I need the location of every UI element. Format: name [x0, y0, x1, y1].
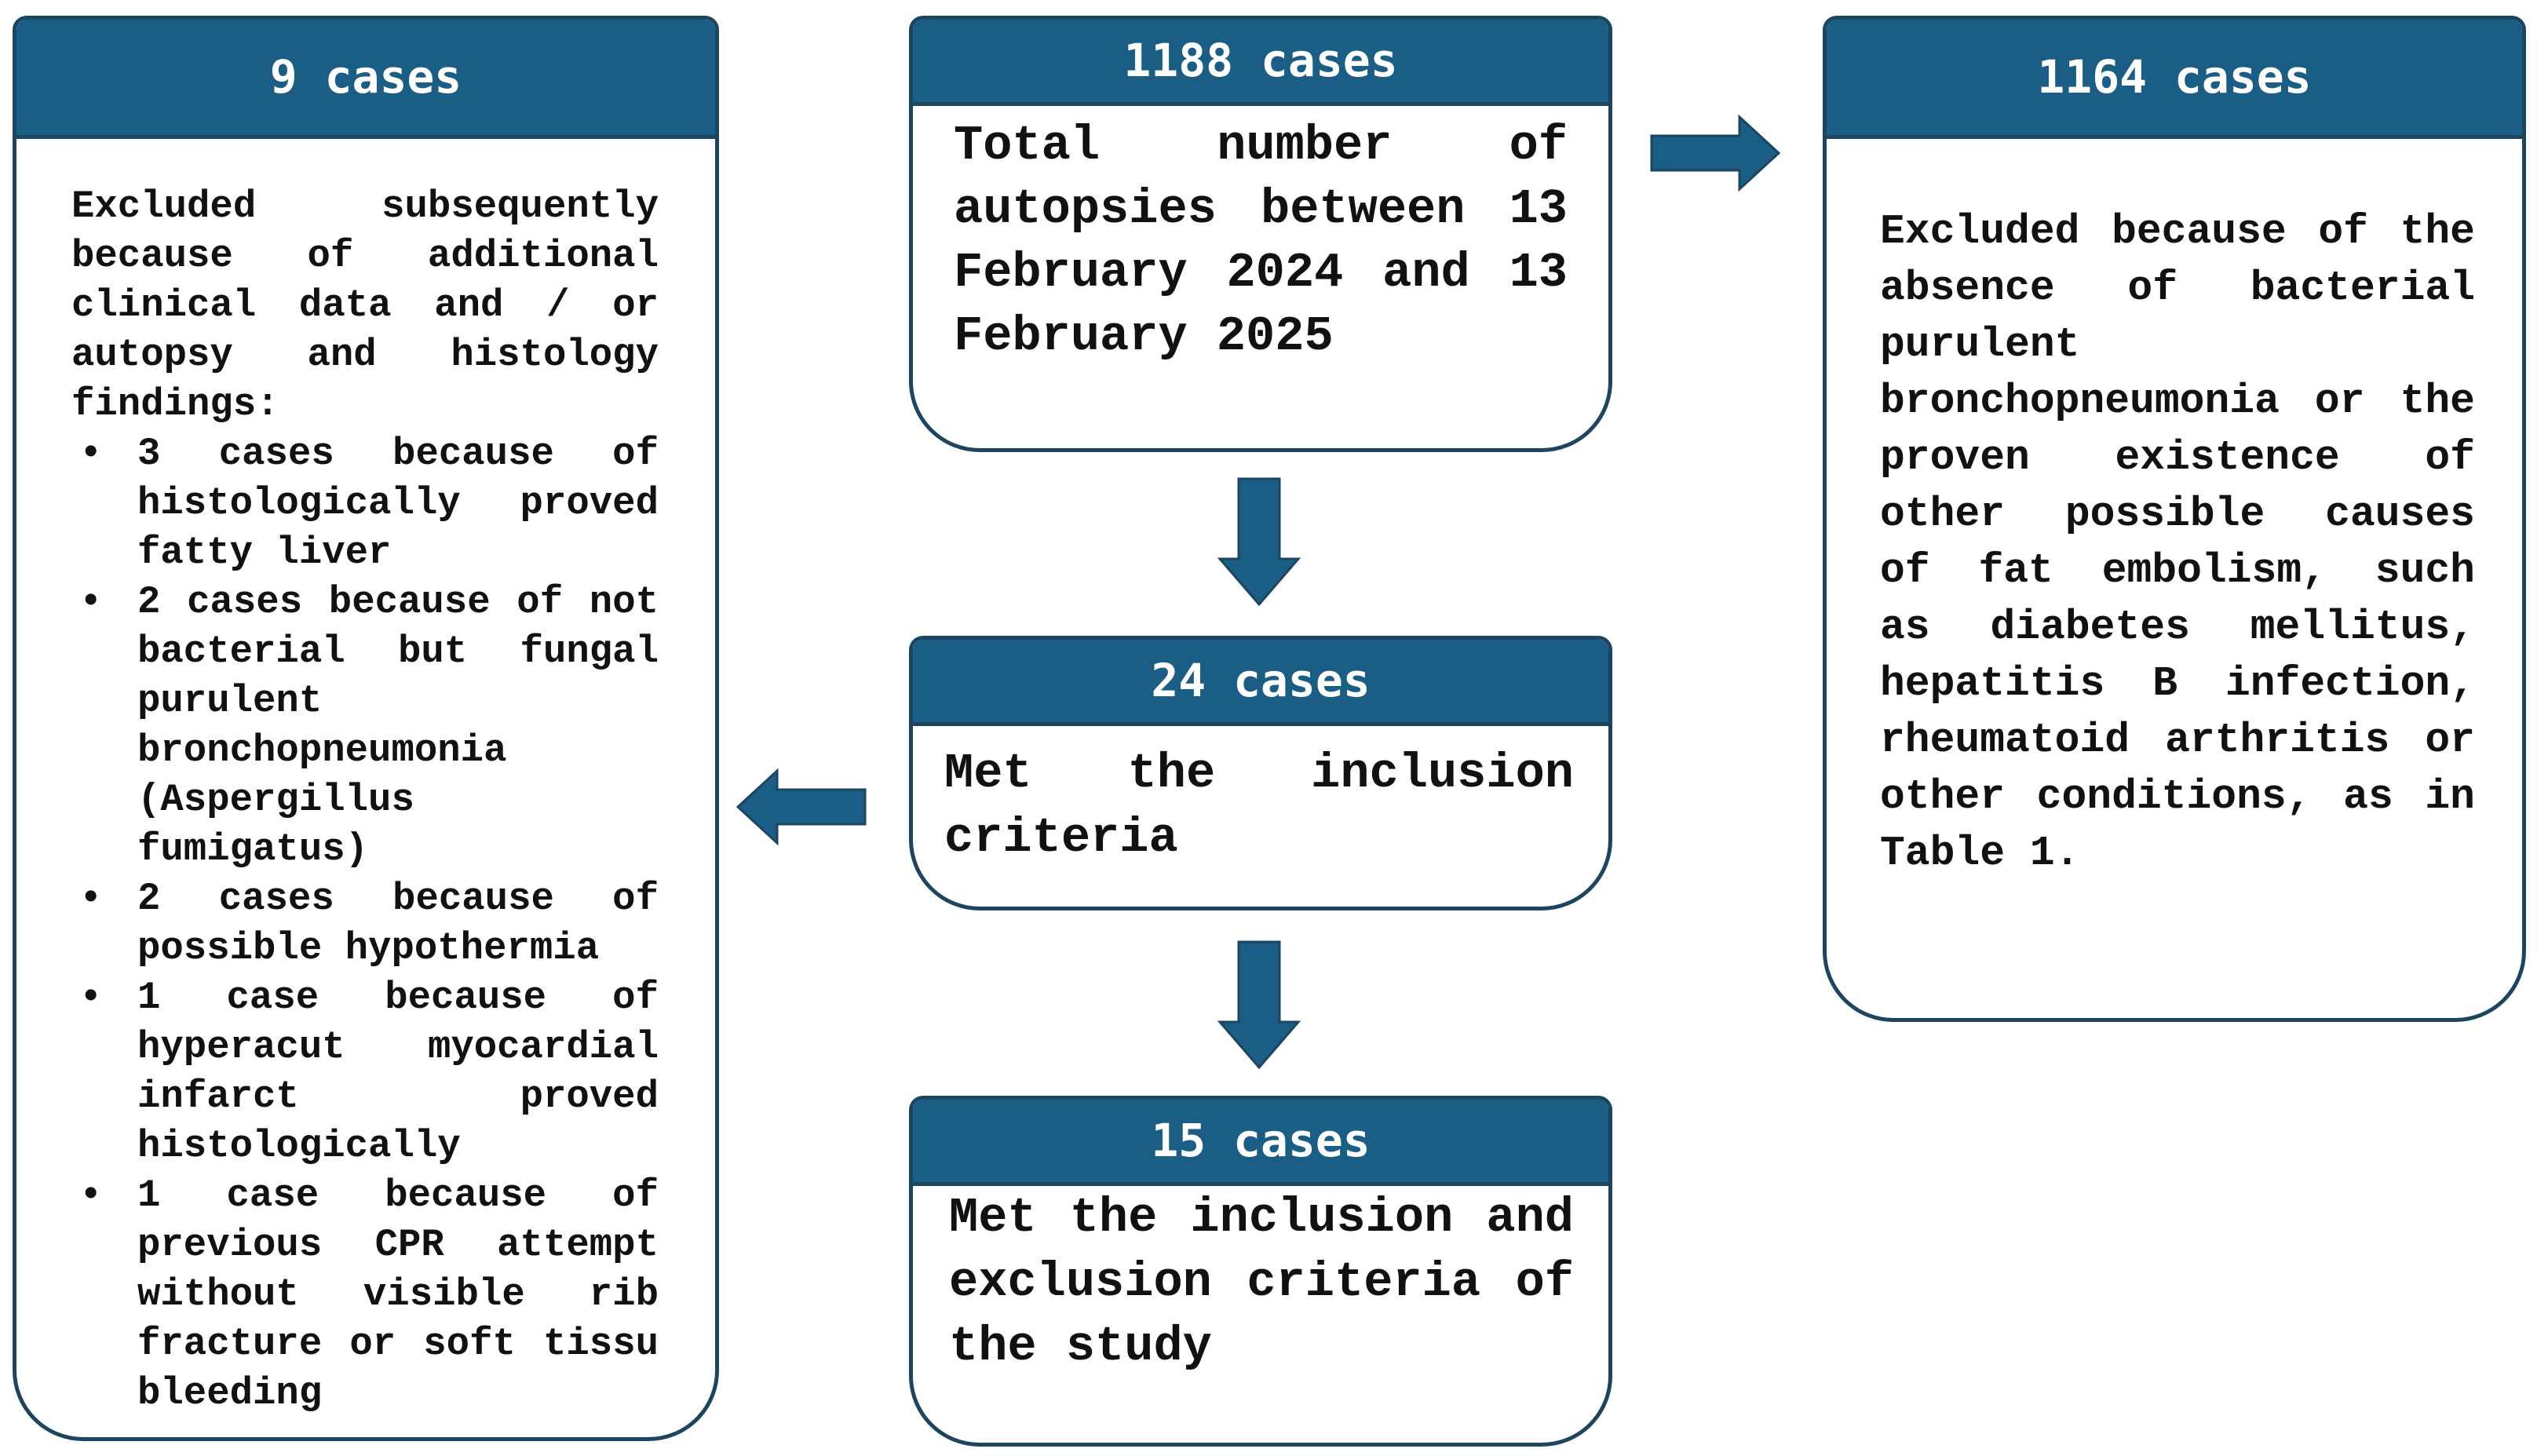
inclusion-criteria-body: Met the inclusion criteria: [944, 746, 1574, 866]
excluded-subsequently-header: 9 cases: [16, 20, 715, 139]
excluded-subsequently-body: Excluded subsequently because of additio…: [16, 139, 715, 1418]
final-cases-body: Met the inclusion and exclusion criteria…: [949, 1190, 1574, 1374]
excluded-subsequently-box: 9 cases Excluded subsequently because of…: [13, 16, 719, 1441]
list-item: 3 cases because of histologically proved…: [71, 429, 659, 578]
arrow-right-icon: [1650, 114, 1781, 192]
list-item: 1 case because of previous CPR attempt w…: [71, 1171, 659, 1418]
list-item: 2 cases because of possible hypothermia: [71, 874, 659, 973]
total-autopsies-box: 1188 cases Total number of autopsies bet…: [909, 16, 1612, 452]
final-cases-header: 15 cases: [913, 1100, 1608, 1186]
excluded-initially-body: Excluded because of the absence of bacte…: [1880, 208, 2475, 877]
excluded-initially-header: 1164 cases: [1827, 20, 2522, 139]
inclusion-criteria-box: 24 cases Met the inclusion criteria: [909, 636, 1612, 910]
total-autopsies-body: Total number of autopsies between 13 Feb…: [954, 118, 1568, 364]
list-item: 1 case because of hyperacut myocardial i…: [71, 973, 659, 1171]
final-cases-box: 15 cases Met the inclusion and exclusion…: [909, 1096, 1612, 1447]
arrow-down-icon: [1217, 940, 1301, 1070]
arrow-down-icon: [1217, 477, 1301, 607]
excluded-initially-box: 1164 cases Excluded because of the absen…: [1823, 16, 2526, 1022]
inclusion-criteria-header: 24 cases: [913, 640, 1608, 726]
list-item: 2 cases because of not bacterial but fun…: [71, 578, 659, 874]
arrow-left-icon: [736, 768, 867, 846]
excluded-subsequently-list: 3 cases because of histologically proved…: [71, 429, 659, 1418]
excluded-subsequently-intro: Excluded subsequently because of additio…: [71, 184, 659, 426]
total-autopsies-header: 1188 cases: [913, 20, 1608, 106]
